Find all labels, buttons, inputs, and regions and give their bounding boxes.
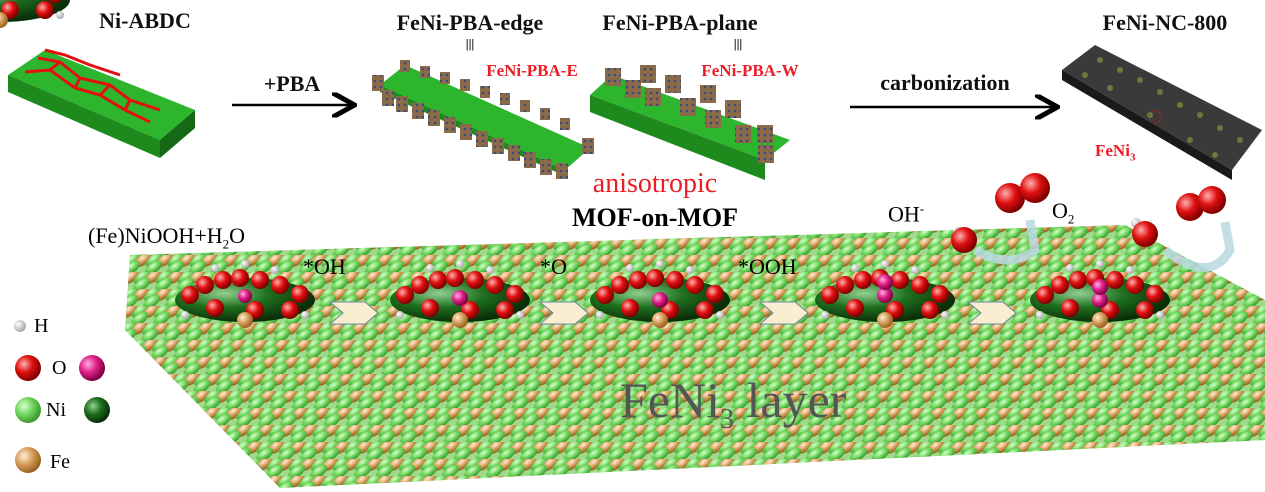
feni3-layer-label: FeNi3 layer: [620, 375, 846, 434]
legend-o-label: O: [52, 357, 67, 379]
catalytic-site-clusters: [0, 0, 70, 28]
legend-ni-atom: [15, 397, 41, 423]
o2-molecule-2: [1176, 186, 1226, 221]
feni-pba-edge-label: FeNi-PBA-edge: [396, 10, 544, 35]
step-chevrons: [328, 301, 1017, 325]
o2-molecule: [995, 173, 1050, 213]
feni-nc-800-label: FeNi-NC-800: [1102, 10, 1228, 35]
reactant-text-b: O: [229, 223, 246, 248]
legend-atoms: [14, 320, 110, 473]
adsorbate-pink-oxygens: [238, 274, 1108, 308]
layer-subscript: 3: [720, 404, 734, 435]
layer-text-b: layer: [734, 372, 847, 428]
reactant-subscript: 2: [222, 236, 230, 252]
h2o-molecule: [1131, 218, 1158, 247]
feni3-text: FeNi: [1095, 141, 1130, 160]
oxygen-label: O2: [1052, 198, 1075, 227]
reactant-label: (Fe)NiOOH+H2O: [88, 223, 246, 252]
intermediate-o-label: *O: [540, 254, 567, 279]
legend-o-pink-atom: [79, 355, 105, 381]
feni-nc-800-sheet: [1062, 45, 1262, 180]
legend-fe-label: Fe: [50, 451, 70, 473]
anisotropic-label: anisotropic: [592, 168, 718, 199]
ni-abdc-label: Ni-ABDC: [99, 8, 191, 33]
feni-pba-plane-sheet: [590, 65, 790, 180]
oxygen-text: O: [1052, 198, 1068, 223]
hydroxide-label: OH-: [888, 202, 924, 225]
ni-abdc-sheet: [8, 48, 195, 158]
reactant-text: (Fe)NiOOH+H: [88, 223, 223, 248]
oxygen-subscript: 2: [1067, 211, 1075, 227]
hydroxide-charge: -: [919, 201, 925, 216]
legend-h-atom: [14, 320, 26, 332]
feni-pba-w-label: FeNi-PBA-W: [701, 61, 799, 80]
equiv-plane: |||: [733, 36, 743, 51]
legend-ni-label: Ni: [46, 399, 66, 421]
feni3-layer-slab: [125, 225, 1265, 488]
legend-o-atom: [15, 355, 41, 381]
feni-pba-e-label: FeNi-PBA-E: [486, 61, 578, 80]
layer-text: FeNi: [620, 372, 720, 428]
intermediate-oh-label: *OH: [303, 254, 346, 279]
intermediate-ooh-label: *OOH: [738, 254, 797, 279]
legend-fe-atom: [15, 447, 41, 473]
plus-pba-label: +PBA: [263, 71, 321, 96]
feni-pba-edge-sheet: [372, 60, 594, 179]
feni3-particle-label: FeNi3: [1095, 142, 1135, 163]
feni3-highlight-circle: [1148, 110, 1162, 124]
feni3-subscript: 3: [1129, 151, 1136, 164]
oh-molecule: [951, 227, 977, 253]
equiv-edge: |||: [465, 36, 475, 51]
legend-ni-dark-atom: [84, 397, 110, 423]
carbonization-label: carbonization: [880, 70, 1010, 95]
feni-pba-plane-label: FeNi-PBA-plane: [602, 10, 758, 35]
legend-h-label: H: [34, 315, 49, 337]
hydroxide-text: OH: [888, 201, 920, 227]
mof-on-mof-label: MOF-on-MOF: [571, 203, 739, 232]
release-arrows: [972, 219, 1235, 272]
